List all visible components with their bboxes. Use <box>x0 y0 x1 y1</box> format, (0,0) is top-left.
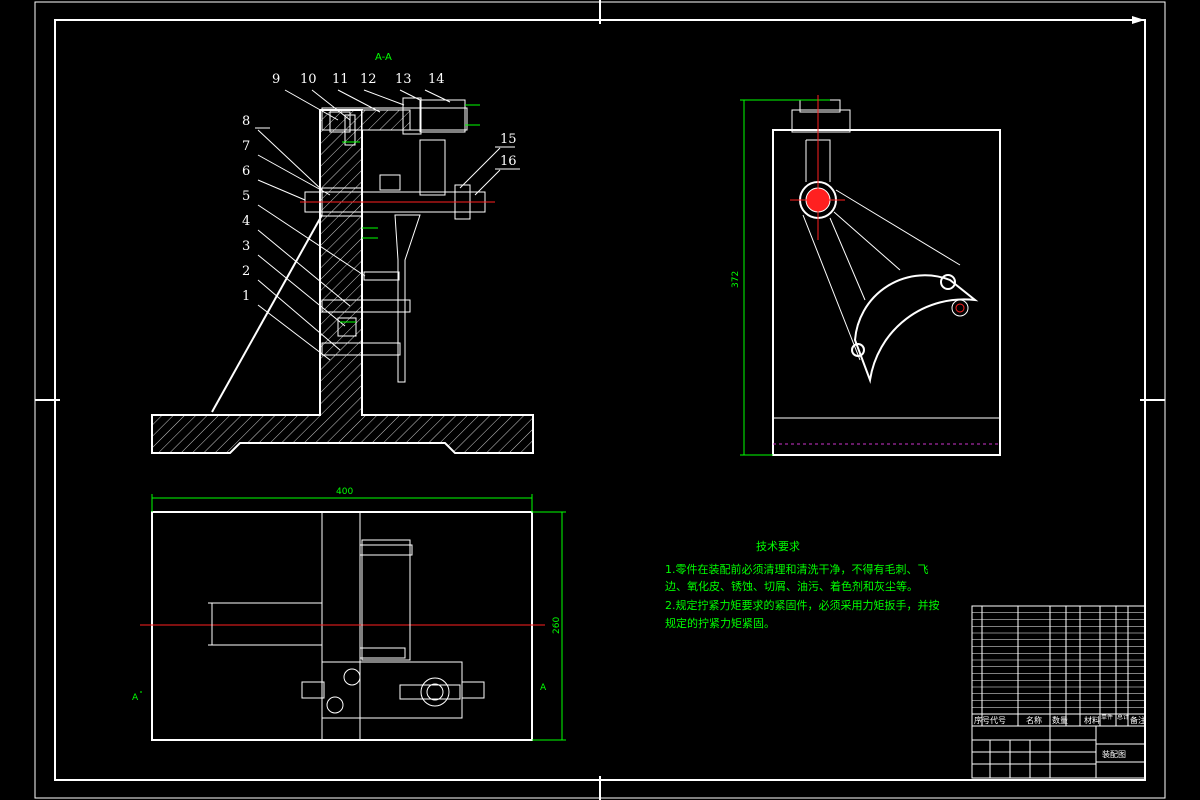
screw-top-2 <box>359 647 406 659</box>
bolt-head-2 <box>343 668 361 686</box>
tech-line-3: 2.规定拧紧力矩要求的紧固件，必须采用力矩扳手，并按 <box>665 598 940 612</box>
part-number-1: 1 <box>242 289 250 304</box>
part-number-4: 4 <box>242 214 250 229</box>
fork-pin-3 <box>851 343 865 357</box>
technical-requirements: 技术要求 1.零件在装配前必须清理和清洗干净，不得有毛刺、飞 边、氧化皮、锈蚀、… <box>665 540 940 630</box>
dim-372: 372 <box>731 271 741 288</box>
section-mark-left: A <box>132 693 139 703</box>
fixture-base-section <box>151 109 534 454</box>
title-block: 装配图 <box>971 725 1146 779</box>
part-number-2: 2 <box>242 264 250 279</box>
clamp-body-top <box>321 661 463 719</box>
section-mark-right: A <box>540 683 547 693</box>
drawing-name: 装配图 <box>1102 749 1126 759</box>
part-number-10: 10 <box>300 72 317 87</box>
column-outline <box>321 511 361 741</box>
part-number-16: 16 <box>500 154 517 169</box>
top-arm-hatch <box>361 109 411 131</box>
fork-pin-1 <box>940 274 956 290</box>
rod-top <box>399 684 461 700</box>
dim-260: 260 <box>552 617 562 634</box>
drawing-frame <box>34 0 1166 800</box>
part-number-12: 12 <box>360 72 377 87</box>
side-view: 372 <box>731 95 1001 456</box>
tech-line-1: 1.零件在装配前必须清理和清洗干净，不得有毛刺、飞 <box>665 562 929 576</box>
part-number-14: 14 <box>428 72 445 87</box>
screw-5 <box>363 271 400 281</box>
hdr-total: 总计 <box>1117 713 1129 721</box>
leader-lines <box>257 89 501 361</box>
fork-shaft <box>805 139 831 182</box>
hdr-name: 名称 <box>1026 715 1042 725</box>
tech-line-4: 规定的拧紧力矩紧固。 <box>665 616 775 630</box>
base-plate-outline <box>151 511 533 741</box>
hdr-qty: 数量 <box>1052 715 1068 725</box>
nut-3 <box>337 317 357 337</box>
parts-list-rows <box>972 612 1145 708</box>
rod-end-left <box>301 681 325 699</box>
part-number-7: 7 <box>242 139 250 154</box>
part-number-5: 5 <box>242 189 250 204</box>
fork-arm-lines <box>829 211 901 301</box>
part-number-11: 11 <box>332 72 349 87</box>
outer-border <box>34 1 1166 799</box>
screw-2 <box>321 342 401 356</box>
part-number-6: 6 <box>242 164 250 179</box>
part-number-8: 8 <box>242 114 250 129</box>
orientation-arrow <box>1132 16 1145 24</box>
tech-title: 技术要求 <box>756 540 800 553</box>
tech-line-2: 边、氧化皮、锈蚀、切屑、油污、着色剂和灰尘等。 <box>665 579 918 593</box>
rod-end-right <box>461 681 485 699</box>
hdr-code: 代号 <box>990 715 1006 725</box>
top-clamp-side <box>791 109 851 133</box>
slot-outline <box>208 602 322 646</box>
fork-arm <box>394 214 421 383</box>
hdr-material: 材料 <box>1084 715 1100 725</box>
section-view-a-a: A-A <box>151 52 534 454</box>
bolt-head-1 <box>326 696 344 714</box>
top-view: 400 260 A A <box>132 487 566 741</box>
part-number-15: 15 <box>500 132 517 147</box>
screw-4 <box>321 299 411 313</box>
screw-top-1 <box>359 544 413 556</box>
fork-pin-2 <box>951 299 969 317</box>
fork-edges <box>802 189 961 361</box>
leader-long <box>211 214 323 413</box>
hdr-remark: 备注 <box>1130 715 1146 725</box>
clamp-block <box>419 99 466 133</box>
fit-annotations <box>340 104 480 323</box>
pin-10 <box>344 114 356 146</box>
parts-list: 序号 代号 名称 数量 材料 单件 总计 备注 <box>971 605 1146 727</box>
part-number-13: 13 <box>395 72 412 87</box>
fork-top <box>361 539 411 661</box>
clamp-nut <box>402 97 422 135</box>
hdr-unit: 单件 <box>1101 713 1113 721</box>
fork-block <box>379 174 401 191</box>
hdr-seq: 序号 <box>974 715 990 725</box>
section-label: A-A <box>375 52 392 63</box>
side-base-outline <box>772 129 1001 456</box>
fork-upper <box>419 139 446 196</box>
dim-400: 400 <box>336 487 353 497</box>
part-number-9: 9 <box>272 72 280 87</box>
fork-arc <box>853 274 979 384</box>
nut-top <box>420 677 450 707</box>
part-number-3: 3 <box>242 239 250 254</box>
